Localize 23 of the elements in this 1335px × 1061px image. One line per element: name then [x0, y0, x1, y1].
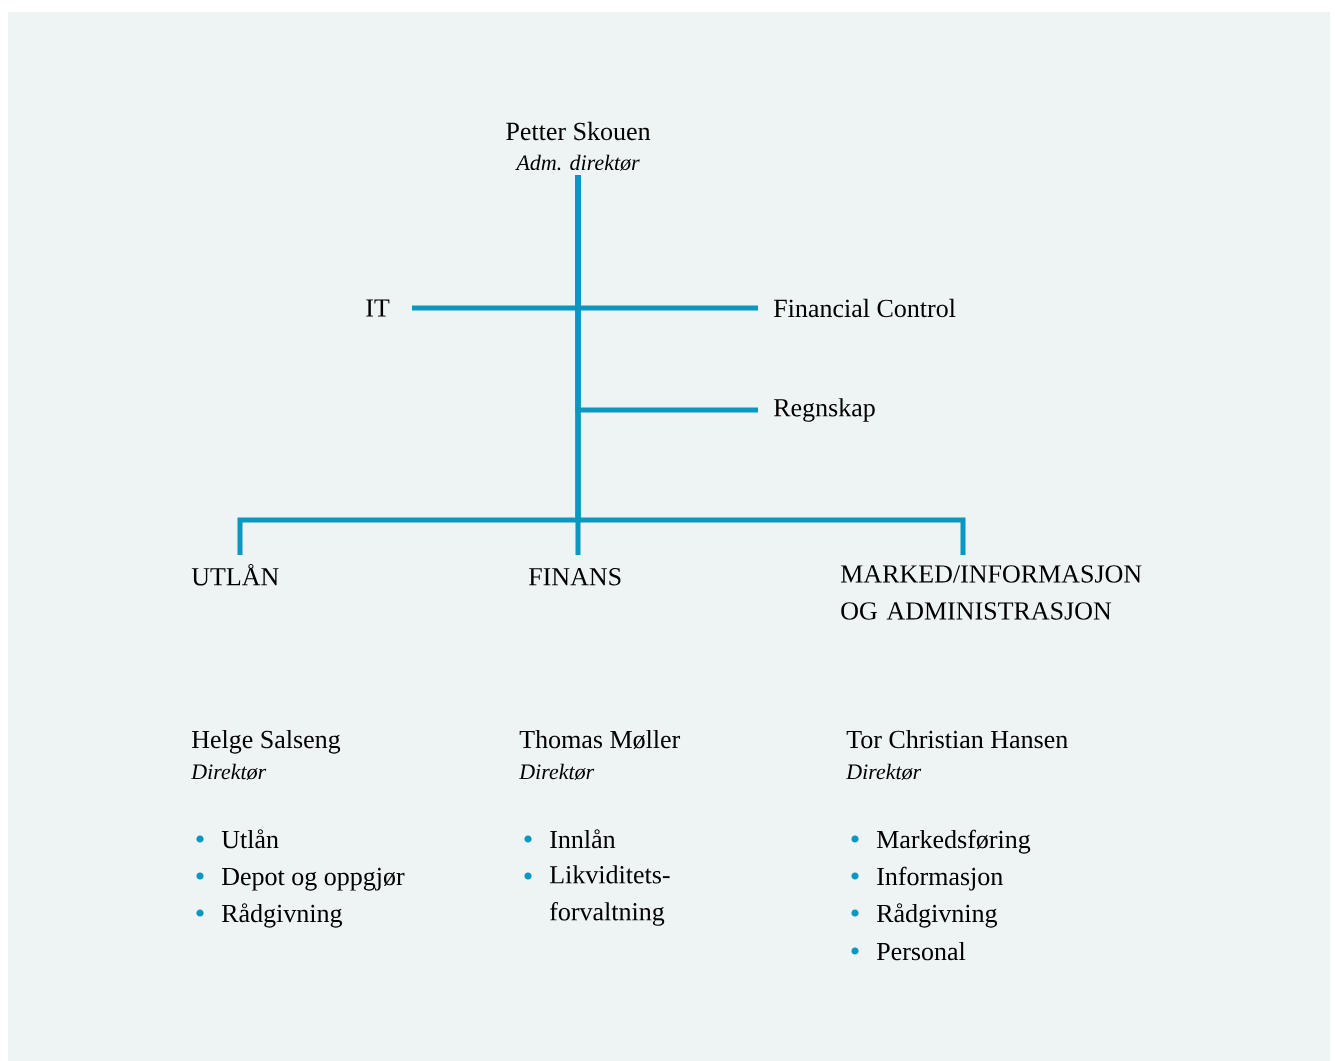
list-item: Rådgivning	[221, 903, 343, 928]
department-heading: UTLÅN	[191, 563, 279, 586]
list-item: Innlån	[550, 829, 616, 849]
department-heading: MARKED/INFORMASJON OG ADMINISTRASJON	[840, 565, 1142, 620]
person-name: Thomas Møller	[519, 729, 681, 750]
department-heading: FINANS	[528, 568, 621, 586]
role-title: Direktør	[518, 763, 595, 780]
list-item: Personal	[876, 942, 966, 961]
person-name: Helge Salseng	[191, 729, 341, 754]
person-title: Petter Skouen Adm. direktør	[506, 121, 651, 171]
role-title: Direktør	[845, 763, 922, 780]
unit-label: Regnskap	[773, 398, 875, 422]
list-item: Depot og oppgjør	[221, 867, 405, 891]
connector-line	[575, 175, 966, 555]
list-item: Rådgivning	[876, 903, 998, 928]
list-item: Markedsføring	[876, 829, 1031, 854]
unit-label: Financial Control	[773, 298, 956, 318]
list-item: Likviditets- forvaltning	[549, 865, 670, 926]
list-item: Informasjon	[877, 866, 1003, 891]
unit-label: IT	[366, 299, 390, 317]
person-name: Tor Christian Hansen	[846, 729, 1068, 749]
role-title: Direktør	[190, 763, 267, 780]
list-item: Utlån	[221, 829, 279, 849]
